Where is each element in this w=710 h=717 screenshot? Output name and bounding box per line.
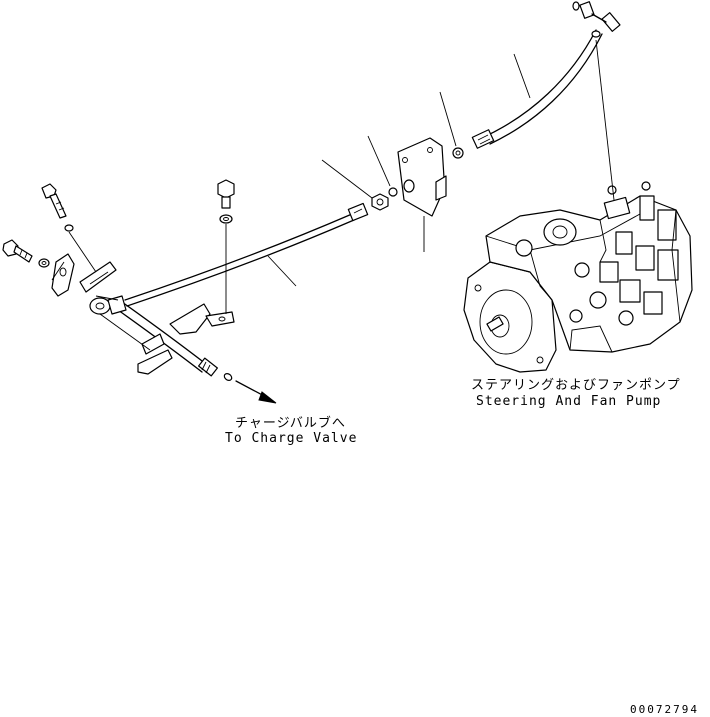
drawing-number: 00072794 [630,703,699,716]
bolt-top-left [41,183,74,232]
charge-valve-label-en: To Charge Valve [225,431,357,446]
bolt-left [2,239,50,268]
steering-and-fan-pump [463,181,693,373]
pump-label-jp: ステアリングおよびファンポンプ [471,378,681,393]
nut-and-washer [371,187,398,211]
flow-arrow [235,380,277,404]
pump-label-en: Steering And Fan Pump [476,394,661,409]
eye-fitting [89,295,127,315]
clamp-center [169,303,235,335]
leader-lines [51,39,615,351]
bolt-center [217,179,235,224]
upper-hose [471,1,621,149]
clamp-lower [137,333,173,375]
clamp-upper-left [79,261,117,293]
clamp-left [51,253,75,297]
bracket-plate [397,137,447,217]
washer [452,147,464,159]
lower-hose [124,202,369,307]
charge-valve-label-jp: チャージバルブへ [235,415,346,431]
